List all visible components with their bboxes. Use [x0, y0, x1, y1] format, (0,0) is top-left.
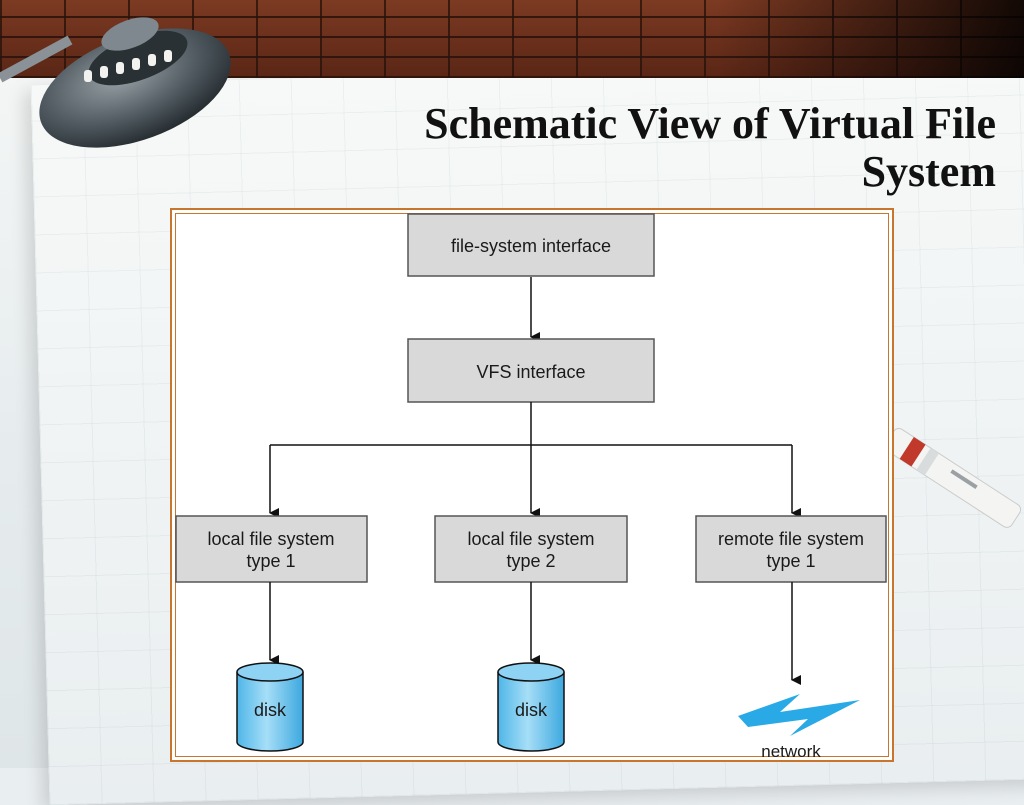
network-label: network	[761, 742, 821, 761]
disk-1-label: disk	[254, 700, 287, 720]
local-fs-type2-line1: local file system	[467, 529, 594, 549]
disk-2-icon: disk	[497, 662, 565, 752]
disk-1-icon: disk	[236, 662, 304, 752]
slide-title-line-2: System	[861, 147, 996, 196]
slide-title-line-1: Schematic View of Virtual File	[424, 99, 996, 148]
slide-title: Schematic View of Virtual File System	[276, 100, 996, 196]
vfs-branch-connector	[269, 402, 801, 518]
disk-2-label: disk	[515, 700, 548, 720]
remote-fs-type1-line1: remote file system	[718, 529, 864, 549]
file-system-interface-box: file-system interface	[407, 213, 655, 277]
local-fs-type2-line2: type 2	[506, 551, 555, 571]
pencil-icon	[884, 427, 1022, 528]
local-fs-type1-line1: local file system	[207, 529, 334, 549]
vfs-diagram: file-system interface VFS interface loca…	[175, 213, 887, 761]
vfs-interface-label: VFS interface	[476, 362, 585, 382]
network-icon: network	[738, 694, 860, 761]
desk-lamp-icon	[0, 17, 231, 148]
local-fs-type1-box: local file system type 1	[175, 515, 368, 583]
remote-fs-type1-box: remote file system type 1	[695, 515, 887, 583]
file-system-interface-label: file-system interface	[451, 236, 611, 256]
local-fs-type1-line2: type 1	[246, 551, 295, 571]
vfs-interface-box: VFS interface	[407, 338, 655, 403]
local-fs-type2-box: local file system type 2	[434, 515, 628, 583]
remote-fs-type1-line2: type 1	[766, 551, 815, 571]
